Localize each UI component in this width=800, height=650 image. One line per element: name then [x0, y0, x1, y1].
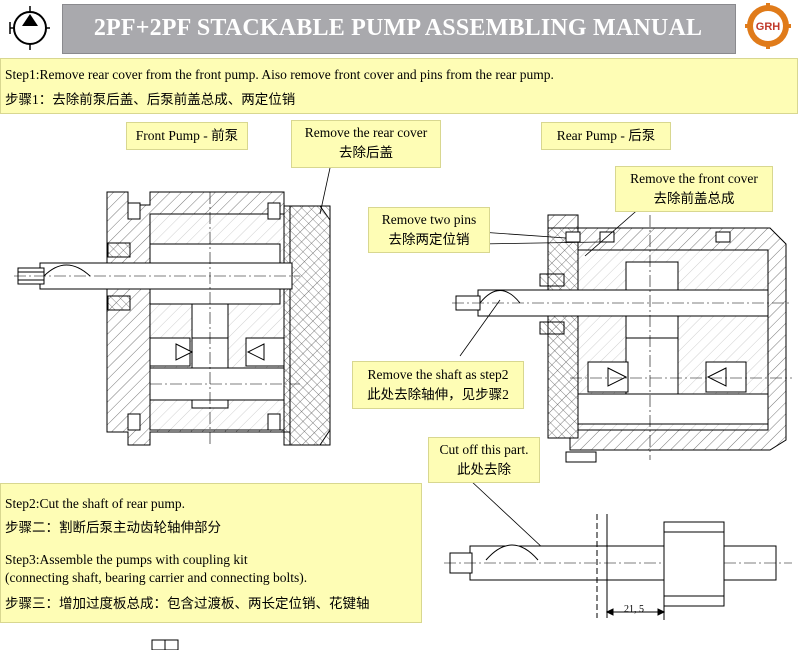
label-remove-shaft: Remove the shaft as step2 此处去除轴伸，见步骤2	[352, 361, 524, 409]
label-cut-off-zh: 此处去除	[457, 462, 511, 477]
label-remove-pins-en: Remove two pins	[381, 212, 477, 227]
step23-note: Step2:Cut the shaft of rear pump. 步骤二：割断…	[0, 483, 422, 623]
dimension-label: 21, 5	[624, 604, 644, 615]
label-rear-pump: Rear Pump - 后泵	[541, 122, 671, 150]
label-remove-rear-cover-zh: 去除后盖	[339, 145, 393, 160]
page-title: 2PF+2PF STACKABLE PUMP ASSEMBLING MANUAL	[93, 15, 703, 41]
label-front-pump: Front Pump - 前泵	[126, 122, 248, 150]
grh-logo: GRH	[745, 3, 791, 49]
step1-note: Step1:Remove rear cover from the front p…	[0, 58, 798, 114]
header: 2PF+2PF STACKABLE PUMP ASSEMBLING MANUAL…	[0, 0, 800, 54]
step2-text-zh: 步骤二：割断后泵主动齿轮轴伸部分	[5, 520, 221, 535]
front-pump-drawing	[14, 191, 331, 446]
step3-text-zh: 步骤三：增加过度板总成：包含过渡板、两长定位销、花键轴	[5, 596, 370, 611]
label-cut-off: Cut off this part. 此处去除	[428, 437, 540, 483]
cut-shaft-detail	[444, 514, 792, 620]
label-remove-shaft-zh: 此处去除轴伸，见步骤2	[367, 387, 509, 402]
step1-text-en: Step1:Remove rear cover from the front p…	[5, 67, 554, 82]
step1-text-zh: 步骤1：去除前泵后盖、后泵前盖总成、两定位销	[5, 92, 296, 107]
step3-text-en-2: (connecting shaft, bearing carrier and c…	[5, 570, 308, 585]
step2-text-en: Step2:Cut the shaft of rear pump.	[5, 496, 185, 511]
label-remove-front-cover: Remove the front cover 去除前盖总成	[615, 166, 773, 212]
label-remove-rear-cover: Remove the rear cover 去除后盖	[291, 120, 441, 168]
title-band	[62, 4, 736, 54]
label-remove-front-cover-zh: 去除前盖总成	[653, 191, 735, 206]
label-cut-off-en: Cut off this part.	[439, 442, 529, 457]
label-remove-shaft-en: Remove the shaft as step2	[367, 367, 509, 382]
label-remove-front-cover-en: Remove the front cover	[630, 171, 758, 186]
rear-pump-drawing	[452, 214, 792, 463]
hydraulic-pump-symbol-icon	[9, 6, 50, 50]
label-remove-rear-cover-en: Remove the rear cover	[304, 125, 428, 140]
label-remove-pins: Remove two pins 去除两定位销	[368, 207, 490, 253]
svg-text:GRH: GRH	[756, 21, 781, 33]
step3-text-en-1: Step3:Assemble the pumps with coupling k…	[5, 552, 248, 567]
label-remove-pins-zh: 去除两定位销	[388, 232, 470, 247]
